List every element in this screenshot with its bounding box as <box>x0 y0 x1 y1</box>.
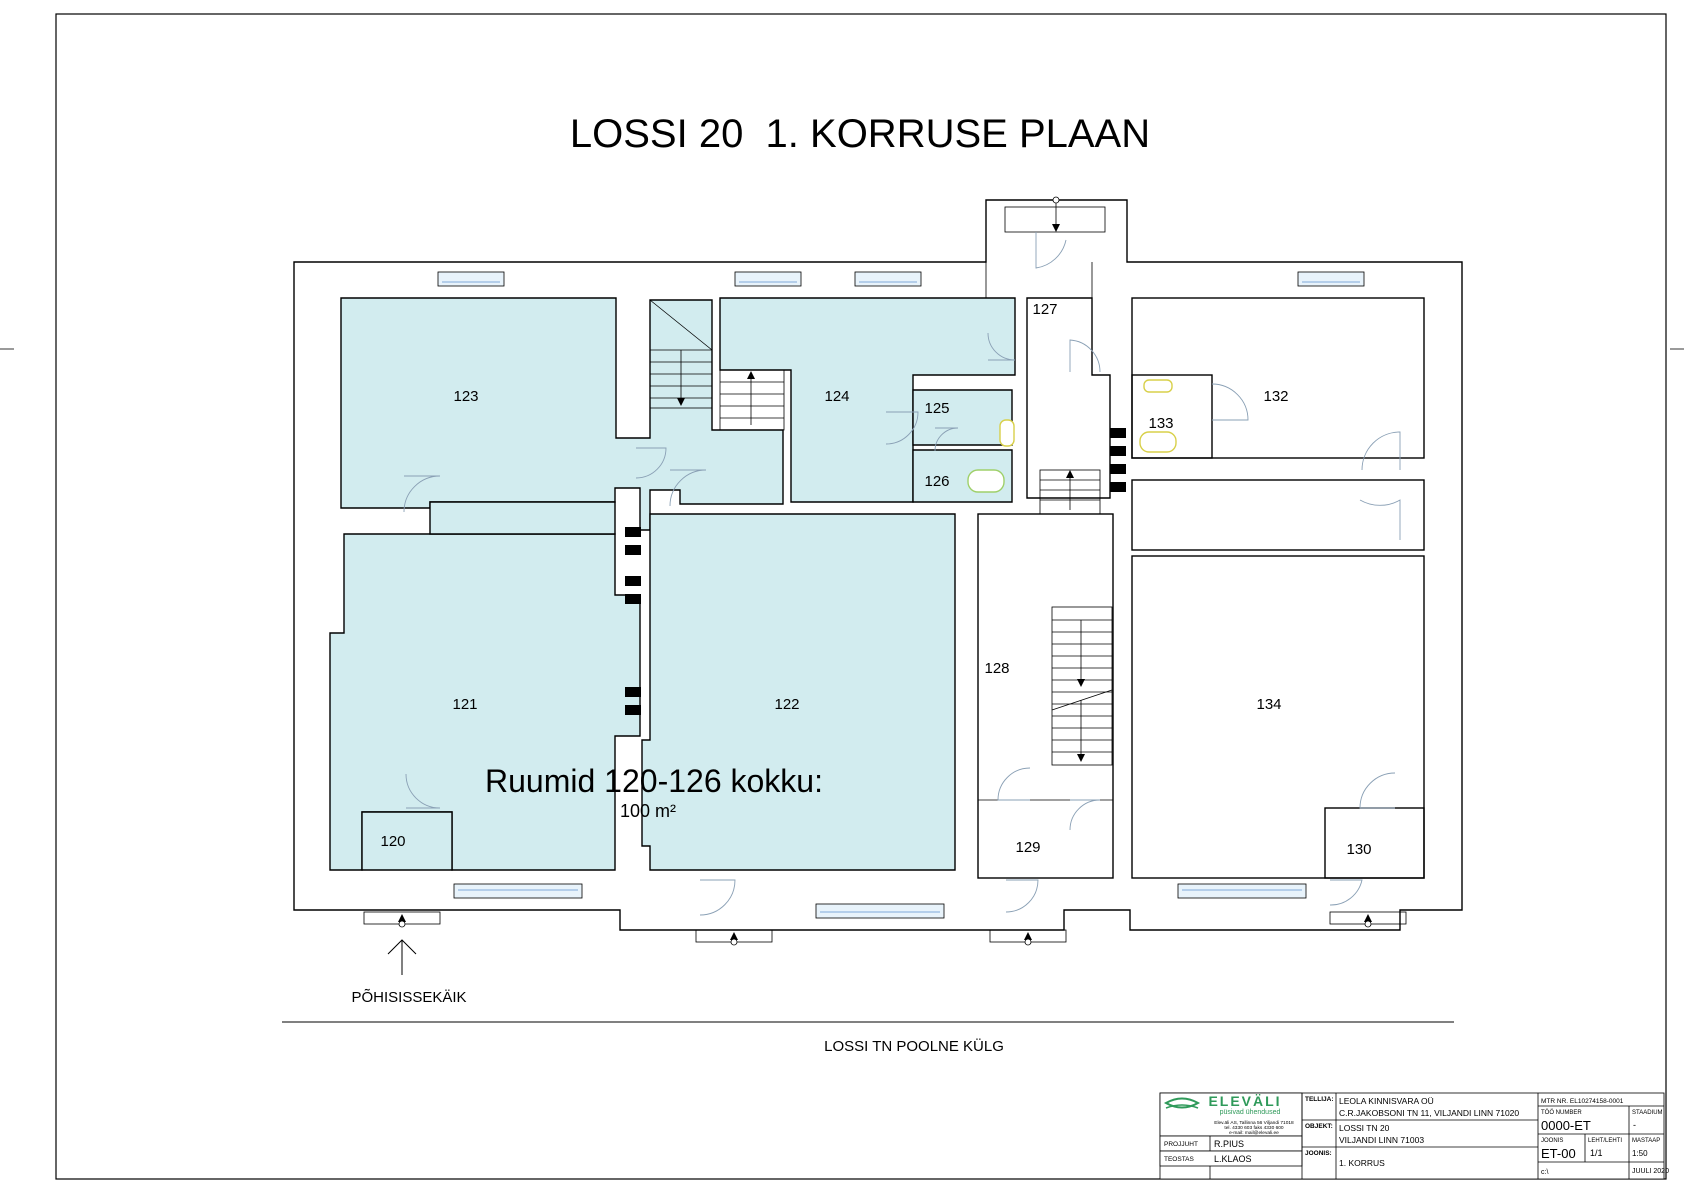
logo-name: ELEVÄLI <box>1208 1093 1281 1109</box>
room-label-123: 123 <box>453 388 478 405</box>
logo-tagline: püsivad ühendused <box>1220 1109 1281 1116</box>
objekt-line-1: LOSSI TN 20 <box>1339 1123 1390 1133</box>
room-label-128: 128 <box>984 660 1009 677</box>
room-label-126: 126 <box>924 473 949 490</box>
company-line-2: tel. 4330 603 faks 4330 600 <box>1224 1125 1284 1131</box>
room-label-134: 134 <box>1256 696 1281 713</box>
street-side-label: LOSSI TN POOLNE KÜLG <box>824 1037 1004 1055</box>
summary-heading: Ruumid 120-126 kokku: <box>485 763 823 799</box>
toilets <box>967 379 1177 493</box>
building-outline <box>293 199 1463 931</box>
mastaap-value: 1:50 <box>1632 1149 1648 1158</box>
main-entrance-label: PÕHISISSEKÄIK <box>351 989 466 1006</box>
leht-value: 1/1 <box>1590 1148 1603 1158</box>
company-line-3: e-mail: mail@elevali.ee <box>1229 1130 1279 1136</box>
tellija-line-1: LEOLA KINNISVARA OÜ <box>1339 1096 1434 1106</box>
joonis-value: 1. KORRUS <box>1339 1158 1385 1168</box>
path-value: c:\ <box>1541 1169 1548 1176</box>
staadium-label: STAADIUM <box>1632 1110 1663 1116</box>
room-label-130: 130 <box>1346 841 1371 858</box>
room-label-132: 132 <box>1263 388 1288 405</box>
windows <box>437 271 1365 919</box>
room-label-133: 133 <box>1148 415 1173 432</box>
right-rooms <box>977 297 1425 879</box>
room-122 <box>641 513 956 871</box>
room-125 <box>912 389 1013 446</box>
room-label-120: 120 <box>380 833 405 850</box>
room-label-129: 129 <box>1015 839 1040 856</box>
ventilation-shafts <box>625 428 1126 715</box>
entrance-steps <box>363 196 1407 946</box>
joonis2-label: JOONIS <box>1541 1138 1563 1144</box>
room-label-125: 125 <box>924 400 949 417</box>
projjuht-value: R.PIUS <box>1214 1139 1244 1149</box>
company-line-1: Elev.äli AS, Tallinna 56 Viljandi 71018 <box>1214 1120 1294 1126</box>
room-label-121: 121 <box>452 696 477 713</box>
drawing-title: LOSSI 20 1. KORRUSE PLAAN <box>570 112 1150 156</box>
objekt-line-2: VILJANDI LINN 71003 <box>1339 1135 1424 1145</box>
elevali-logo: ELEVÄLI püsivad ühendused Elev.äli AS, T… <box>1163 1093 1294 1136</box>
room-label-124: 124 <box>824 388 849 405</box>
mtr-number: MTR NR. EL10274158-0001 <box>1541 1098 1624 1105</box>
too-number-label: TÖÖ NUMBER <box>1541 1109 1582 1116</box>
tellija-label: TELLIJA: <box>1305 1096 1334 1103</box>
teostas-value: L.KLAOS <box>1214 1154 1252 1164</box>
staadium-value: - <box>1633 1120 1636 1130</box>
leht-label: LEHT/LEHTI <box>1588 1138 1622 1144</box>
main-entrance-arrow <box>387 939 417 975</box>
title-block: ELEVÄLI püsivad ühendused Elev.äli AS, T… <box>1159 1092 1669 1180</box>
date-value: JUULI 2020 <box>1632 1168 1669 1175</box>
stair-left <box>649 299 785 431</box>
room-123 <box>340 297 784 531</box>
too-number-value: 0000-ET <box>1541 1118 1591 1133</box>
teostas-label: TEOSTAS <box>1164 1156 1195 1163</box>
mastaap-label: MASTAAP <box>1632 1138 1660 1144</box>
joonis2-value: ET-00 <box>1541 1146 1576 1161</box>
room-label-127: 127 <box>1032 301 1057 318</box>
doors <box>403 232 1401 916</box>
room-120 <box>361 811 453 871</box>
room-label-122: 122 <box>774 696 799 713</box>
tellija-line-2: C.R.JAKOBSONI TN 11, VILJANDI LINN 71020 <box>1339 1108 1519 1118</box>
sheet-border <box>55 13 1667 1180</box>
summary-area: 100 m² <box>620 801 676 821</box>
objekt-label: OBJEKT: <box>1305 1123 1333 1130</box>
projjuht-label: PROJJUHT <box>1164 1141 1198 1148</box>
joonis-label: JOONIS: <box>1305 1150 1332 1157</box>
